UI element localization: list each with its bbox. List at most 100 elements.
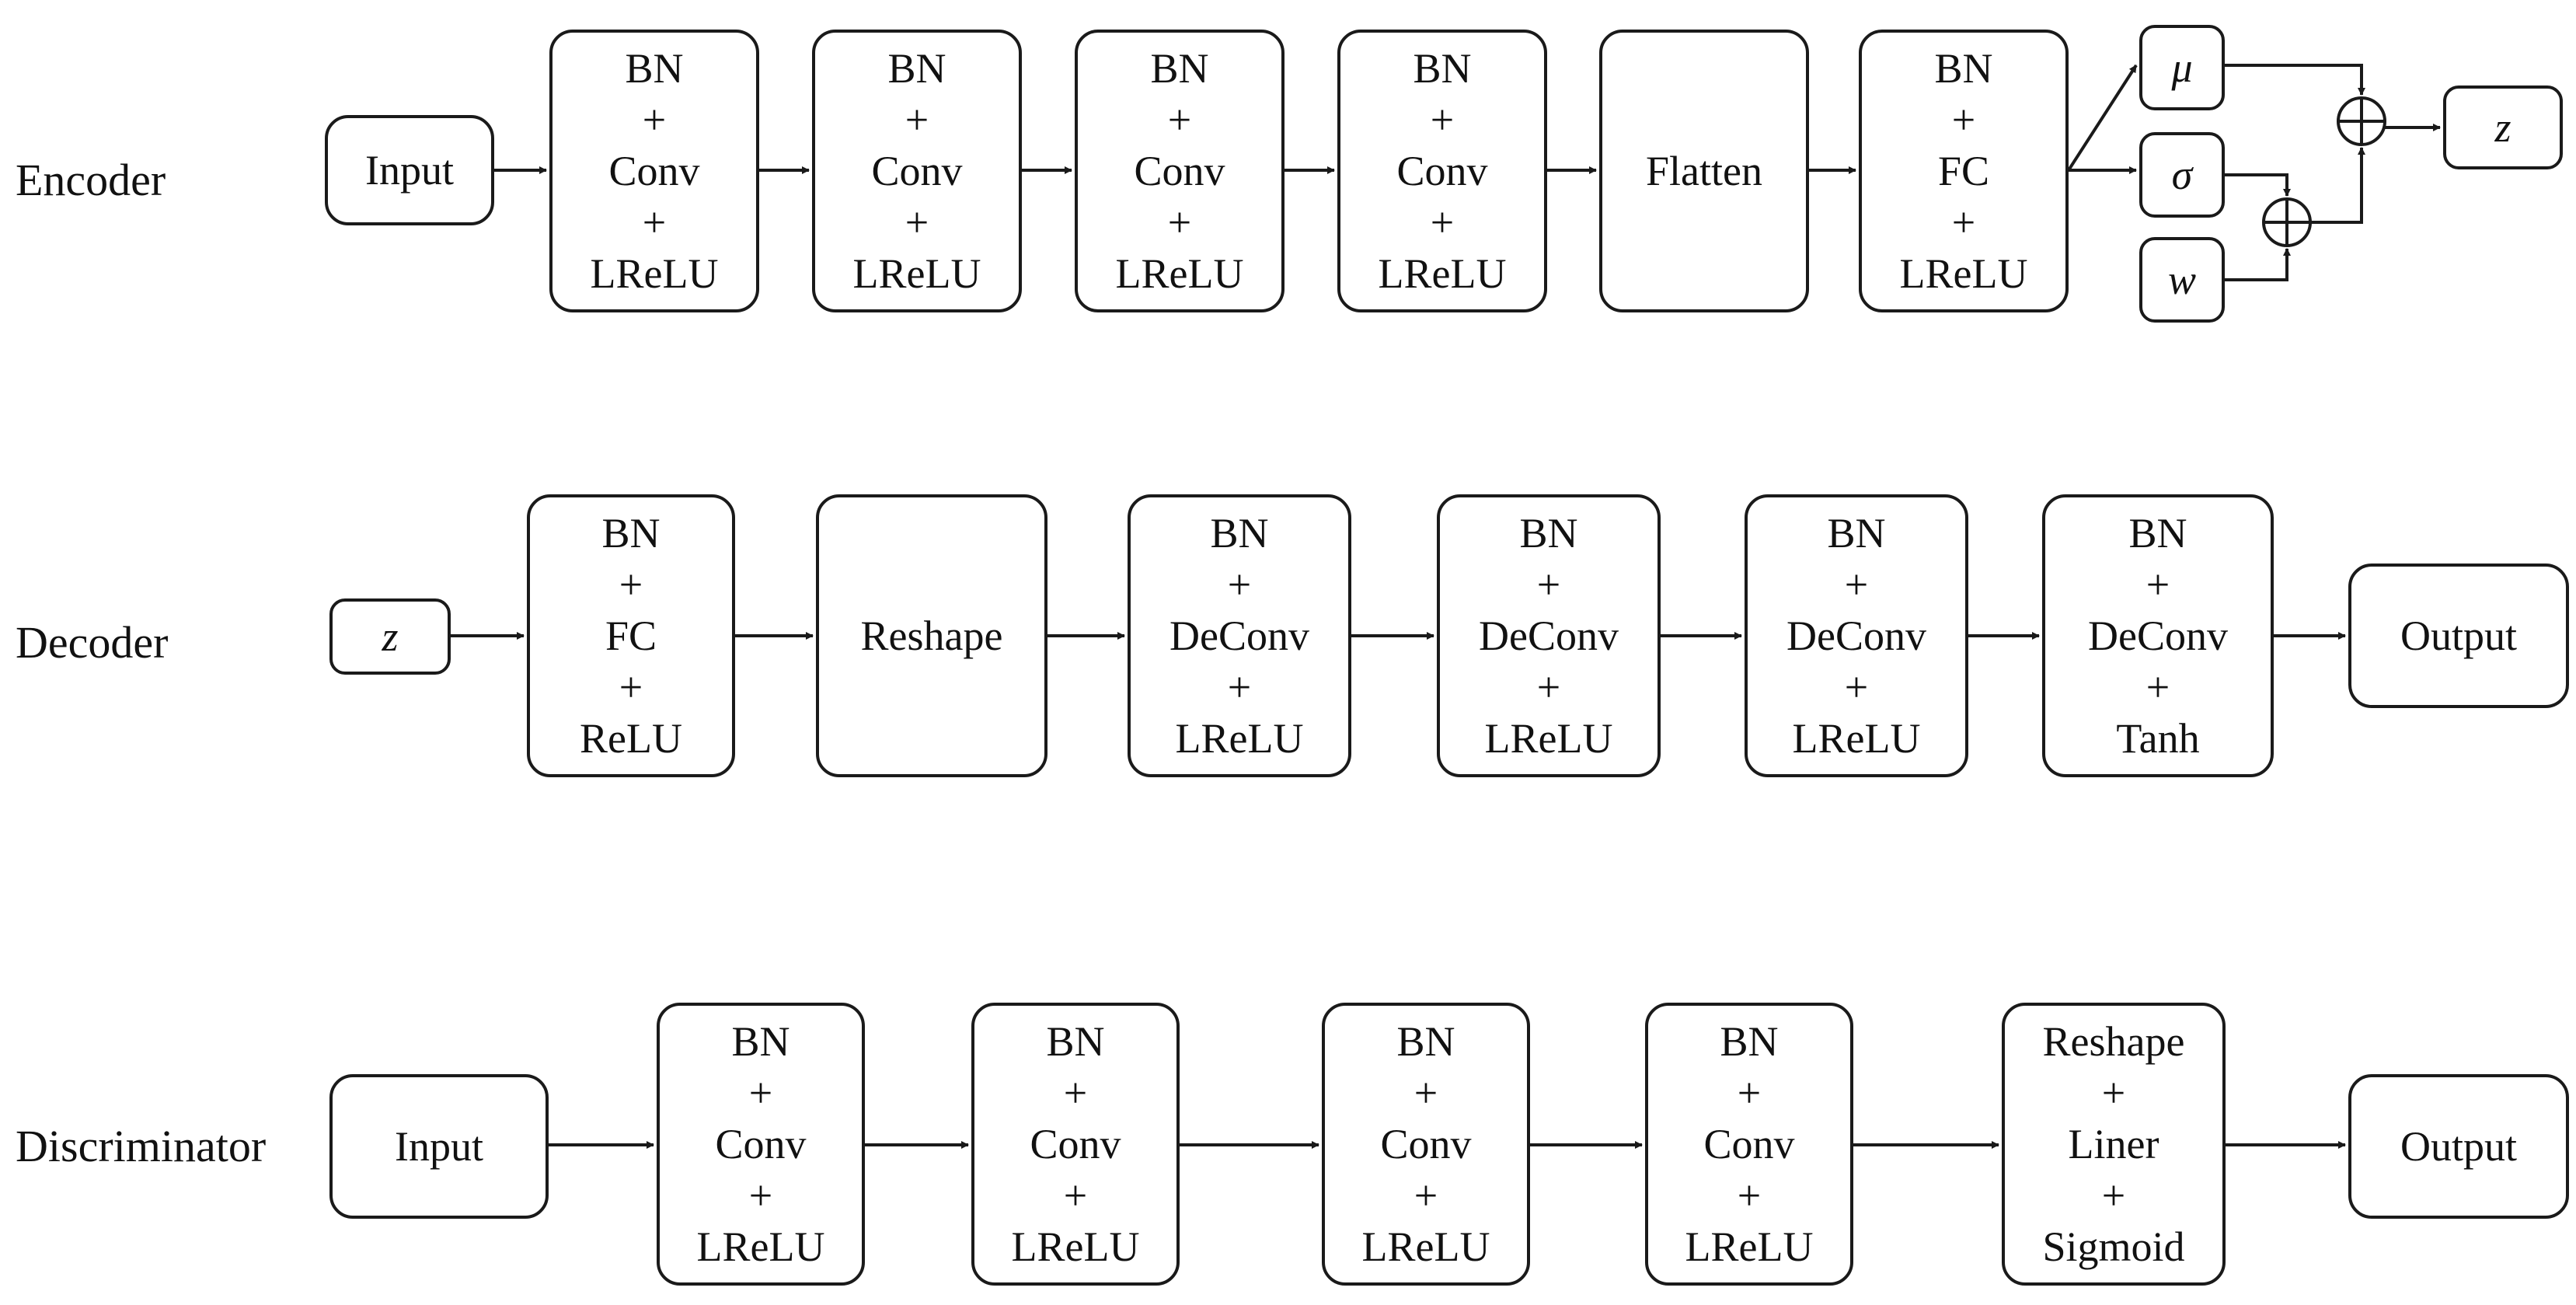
discriminator-block-5-line-3: Liner bbox=[2068, 1121, 2159, 1167]
discriminator-block-4-line-5: LReLU bbox=[1685, 1223, 1814, 1270]
discriminator-block-1-line-1: BN bbox=[731, 1018, 790, 1065]
discriminator-block-3: BN+Conv+LReLU bbox=[1322, 1003, 1530, 1286]
discriminator-block-3-line-5: LReLU bbox=[1361, 1223, 1490, 1270]
encoder-block-3-line-3: Conv bbox=[1134, 148, 1225, 194]
encoder-sigma: σ bbox=[2139, 132, 2225, 218]
discriminator-block-1-line-3: Conv bbox=[715, 1121, 807, 1167]
encoder-input: Input bbox=[325, 115, 494, 225]
encoder-label: Encoder bbox=[16, 155, 166, 205]
encoder-block-4-line-1: BN bbox=[1413, 45, 1472, 92]
discriminator-block-5: Reshape+Liner+Sigmoid bbox=[2002, 1003, 2226, 1286]
encoder-block-4-line-4: + bbox=[1430, 199, 1455, 246]
decoder-block-6-line-1: BN bbox=[2128, 510, 2187, 557]
decoder-z: z bbox=[329, 598, 451, 675]
encoder-block-4-line-2: + bbox=[1430, 96, 1455, 143]
encoder-block-3-line-2: + bbox=[1167, 96, 1192, 143]
encoder-block-2-line-4: + bbox=[905, 199, 929, 246]
encoder-block-2: BN+Conv+LReLU bbox=[812, 30, 1022, 312]
encoder-block-2-line-2: + bbox=[905, 96, 929, 143]
decoder-block-1-line-4: + bbox=[619, 664, 643, 710]
decoder-block-1-line-5: ReLU bbox=[580, 715, 682, 762]
decoder-reshape-line-1: Reshape bbox=[860, 612, 1003, 659]
discriminator-block-2-line-2: + bbox=[1063, 1069, 1088, 1116]
encoder-block-4-line-3: Conv bbox=[1396, 148, 1488, 194]
discriminator-block-2: BN+Conv+LReLU bbox=[971, 1003, 1180, 1286]
discriminator-block-2-line-5: LReLU bbox=[1011, 1223, 1140, 1270]
edge-enc-fc-mu bbox=[2067, 64, 2138, 172]
decoder-output: Output bbox=[2348, 564, 2569, 708]
discriminator-block-2-line-3: Conv bbox=[1030, 1121, 1121, 1167]
discriminator-block-1-line-2: + bbox=[748, 1069, 773, 1116]
encoder-block-1-line-1: BN bbox=[625, 45, 684, 92]
encoder-block-4: BN+Conv+LReLU bbox=[1337, 30, 1547, 312]
discriminator-block-3-line-2: + bbox=[1413, 1069, 1438, 1116]
decoder-block-6-line-2: + bbox=[2146, 561, 2170, 608]
discriminator-block-2-line-4: + bbox=[1063, 1172, 1088, 1219]
decoder-block-5-line-5: LReLU bbox=[1792, 715, 1921, 762]
decoder-block-1-line-2: + bbox=[619, 561, 643, 608]
discriminator-block-4-line-4: + bbox=[1737, 1172, 1762, 1219]
encoder-z-line-1: z bbox=[2494, 104, 2512, 151]
discriminator-block-4-line-2: + bbox=[1737, 1069, 1762, 1116]
encoder-block-6: BN+FC+LReLU bbox=[1859, 30, 2069, 312]
decoder-label: Decoder bbox=[16, 617, 169, 668]
decoder-block-6-line-3: DeConv bbox=[2088, 612, 2228, 659]
encoder-block-2-line-3: Conv bbox=[871, 148, 963, 194]
encoder-block-6-line-5: LReLU bbox=[1899, 250, 2028, 297]
discriminator-block-1-line-5: LReLU bbox=[696, 1223, 825, 1270]
discriminator-block-3-line-1: BN bbox=[1396, 1018, 1455, 1065]
decoder-block-3-line-3: DeConv bbox=[1169, 612, 1309, 659]
decoder-block-5-line-3: DeConv bbox=[1786, 612, 1926, 659]
decoder-block-1-line-1: BN bbox=[601, 510, 661, 557]
discriminator-block-5-line-5: Sigmoid bbox=[2042, 1223, 2185, 1270]
encoder-z: z bbox=[2443, 85, 2563, 169]
encoder-block-1-line-2: + bbox=[642, 96, 667, 143]
encoder-block-1-line-3: Conv bbox=[608, 148, 700, 194]
decoder-block-1-line-3: FC bbox=[605, 612, 657, 659]
decoder-block-4-line-2: + bbox=[1536, 561, 1561, 608]
encoder-mu: μ bbox=[2139, 25, 2225, 110]
encoder-block-4-line-5: LReLU bbox=[1378, 250, 1507, 297]
encoder-block-3: BN+Conv+LReLU bbox=[1075, 30, 1285, 312]
decoder-block-4-line-3: DeConv bbox=[1479, 612, 1619, 659]
decoder-block-5-line-1: BN bbox=[1827, 510, 1886, 557]
discriminator-block-5-line-2: + bbox=[2101, 1069, 2126, 1116]
discriminator-block-1-line-4: + bbox=[748, 1172, 773, 1219]
encoder-block-3-line-4: + bbox=[1167, 199, 1192, 246]
decoder-block-3-line-1: BN bbox=[1210, 510, 1269, 557]
decoder-block-4-line-5: LReLU bbox=[1484, 715, 1613, 762]
encoder-block-2-line-5: LReLU bbox=[852, 250, 981, 297]
discriminator-block-3-line-3: Conv bbox=[1380, 1121, 1472, 1167]
encoder-block-1: BN+Conv+LReLU bbox=[549, 30, 759, 312]
discriminator-block-4-line-1: BN bbox=[1720, 1018, 1779, 1065]
discriminator-block-5-line-4: + bbox=[2101, 1172, 2126, 1219]
encoder-input-line-1: Input bbox=[365, 147, 454, 194]
discriminator-block-2-line-1: BN bbox=[1046, 1018, 1105, 1065]
decoder-block-3-line-2: + bbox=[1227, 561, 1252, 608]
edge-enc-sigma-sum bbox=[2225, 173, 2291, 197]
discriminator-block-3-line-4: + bbox=[1413, 1172, 1438, 1219]
encoder-flatten-line-1: Flatten bbox=[1646, 148, 1762, 194]
decoder-block-4-line-1: BN bbox=[1519, 510, 1578, 557]
decoder-output-line-1: Output bbox=[2400, 612, 2517, 659]
discriminator-input-line-1: Input bbox=[395, 1123, 483, 1170]
discriminator-block-4-line-3: Conv bbox=[1703, 1121, 1795, 1167]
encoder-block-6-line-2: + bbox=[1951, 96, 1976, 143]
encoder-block-1-line-5: LReLU bbox=[590, 250, 719, 297]
decoder-block-3: BN+DeConv+LReLU bbox=[1128, 494, 1351, 777]
encoder-block-2-line-1: BN bbox=[887, 45, 946, 92]
discriminator-block-4: BN+Conv+LReLU bbox=[1645, 1003, 1853, 1286]
discriminator-block-5-line-1: Reshape bbox=[2042, 1018, 2185, 1065]
encoder-block-3-line-5: LReLU bbox=[1115, 250, 1244, 297]
encoder-block-3-line-1: BN bbox=[1150, 45, 1209, 92]
decoder-block-4: BN+DeConv+LReLU bbox=[1437, 494, 1661, 777]
encoder-flatten: Flatten bbox=[1599, 30, 1809, 312]
discriminator-output-line-1: Output bbox=[2400, 1123, 2517, 1170]
decoder-block-5: BN+DeConv+LReLU bbox=[1745, 494, 1968, 777]
decoder-block-5-line-2: + bbox=[1844, 561, 1869, 608]
decoder-z-line-1: z bbox=[382, 613, 399, 660]
decoder-block-3-line-5: LReLU bbox=[1175, 715, 1304, 762]
decoder-block-5-line-4: + bbox=[1844, 664, 1869, 710]
decoder-block-6-line-5: Tanh bbox=[2116, 715, 2200, 762]
encoder-block-6-line-3: FC bbox=[1937, 148, 1990, 194]
